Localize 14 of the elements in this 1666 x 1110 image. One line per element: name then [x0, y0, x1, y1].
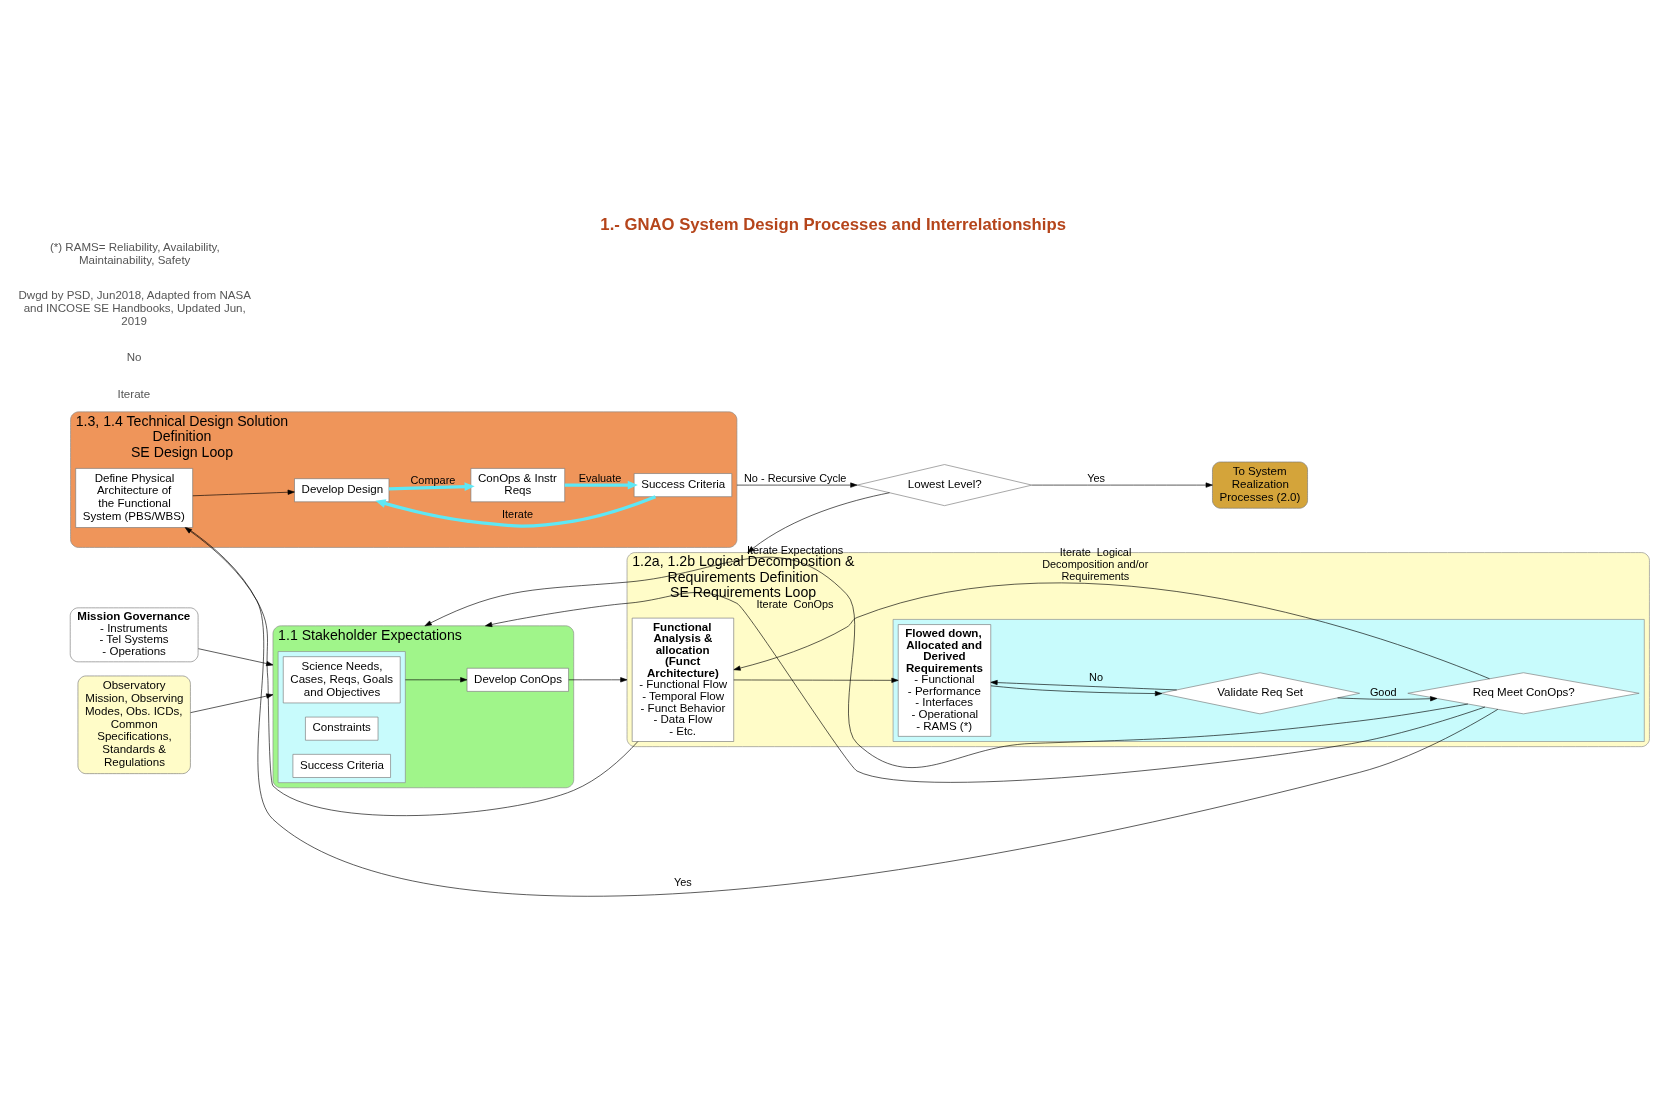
edge-label: No: [1089, 670, 1104, 683]
edge-label: Compare: [410, 473, 456, 486]
edge-label: Iterate: [502, 507, 533, 520]
edge-label: Good: [1369, 685, 1397, 698]
edge-label: Iterate Logical Decomposition and/or Requirements: [1042, 545, 1149, 582]
diagram-title: 1.- GNAO System Design Processes and Interrelationships: [600, 214, 1066, 234]
label: (*) RAMS= Reliability, Availability, Maintainability, Safety: [49, 240, 220, 266]
edge-label: Yes: [673, 875, 692, 888]
edge-label: Evaluate: [578, 471, 622, 484]
edge-label: No - Recursive Cycle: [744, 471, 847, 484]
label: Dwgd by PSD, Jun2018, Adapted from NASA and INCOSE SE Handbooks, Updated Jun, 2019: [18, 288, 251, 327]
label: No: [126, 350, 142, 363]
label: Iterate: [117, 387, 151, 400]
edge-label: Yes: [1087, 471, 1105, 484]
